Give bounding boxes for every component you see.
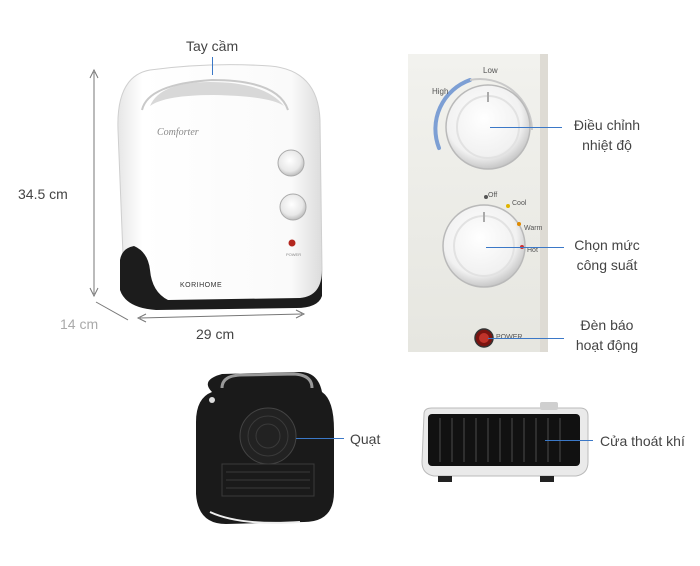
panel-hot-label: Hot bbox=[527, 247, 538, 254]
callout-power-line2: công suất bbox=[576, 257, 638, 273]
callout-indicator-leader bbox=[488, 338, 564, 339]
callout-fan-leader bbox=[296, 438, 344, 439]
callout-outlet-leader bbox=[545, 440, 593, 441]
callout-fan: Quạt bbox=[350, 431, 381, 447]
svg-text:POWER: POWER bbox=[286, 252, 301, 257]
callout-handle-leader bbox=[212, 57, 213, 75]
dimension-depth: 14 cm bbox=[60, 316, 99, 332]
panel-high-label: High bbox=[432, 87, 449, 96]
callout-indicator: Đèn báo hoạt động bbox=[566, 315, 648, 355]
callout-indicator-line1: Đèn báo bbox=[580, 317, 634, 333]
callout-power-leader bbox=[486, 247, 564, 248]
knob-power bbox=[279, 193, 307, 221]
panel-power-label: POWER bbox=[496, 334, 522, 341]
callout-power-line1: Chọn mức bbox=[574, 237, 640, 253]
air-outlet-grille bbox=[428, 414, 580, 466]
heater-base bbox=[120, 246, 322, 310]
knob-temperature bbox=[277, 149, 305, 177]
callout-temperature-line2: nhiệt độ bbox=[582, 137, 632, 153]
callout-temperature-leader bbox=[490, 127, 562, 128]
callout-indicator-line2: hoạt động bbox=[575, 337, 639, 353]
panel-cool-label: Cool bbox=[512, 200, 527, 207]
handle-opening bbox=[150, 82, 284, 106]
dimension-lines bbox=[89, 68, 306, 323]
panel-warm-label: Warm bbox=[524, 225, 543, 232]
panel-off-label: Off bbox=[488, 192, 498, 199]
product-logo-script: Comforter bbox=[157, 127, 199, 138]
dimension-width: 29 cm bbox=[196, 326, 235, 342]
dimension-height: 34.5 cm bbox=[18, 186, 68, 202]
indicator-light-small bbox=[288, 239, 296, 247]
callout-handle: Tay cầm bbox=[186, 38, 239, 54]
callout-temperature-line1: Điều chỉnh bbox=[573, 117, 641, 133]
panel-low-label: Low bbox=[483, 66, 498, 75]
power-dial bbox=[442, 204, 526, 288]
callout-temperature: Điều chỉnh nhiệt độ bbox=[566, 115, 648, 155]
callout-power: Chọn mức công suất bbox=[566, 235, 648, 275]
product-brand: KORIHOME bbox=[180, 282, 223, 289]
callout-outlet: Cửa thoát khí bbox=[600, 433, 685, 449]
